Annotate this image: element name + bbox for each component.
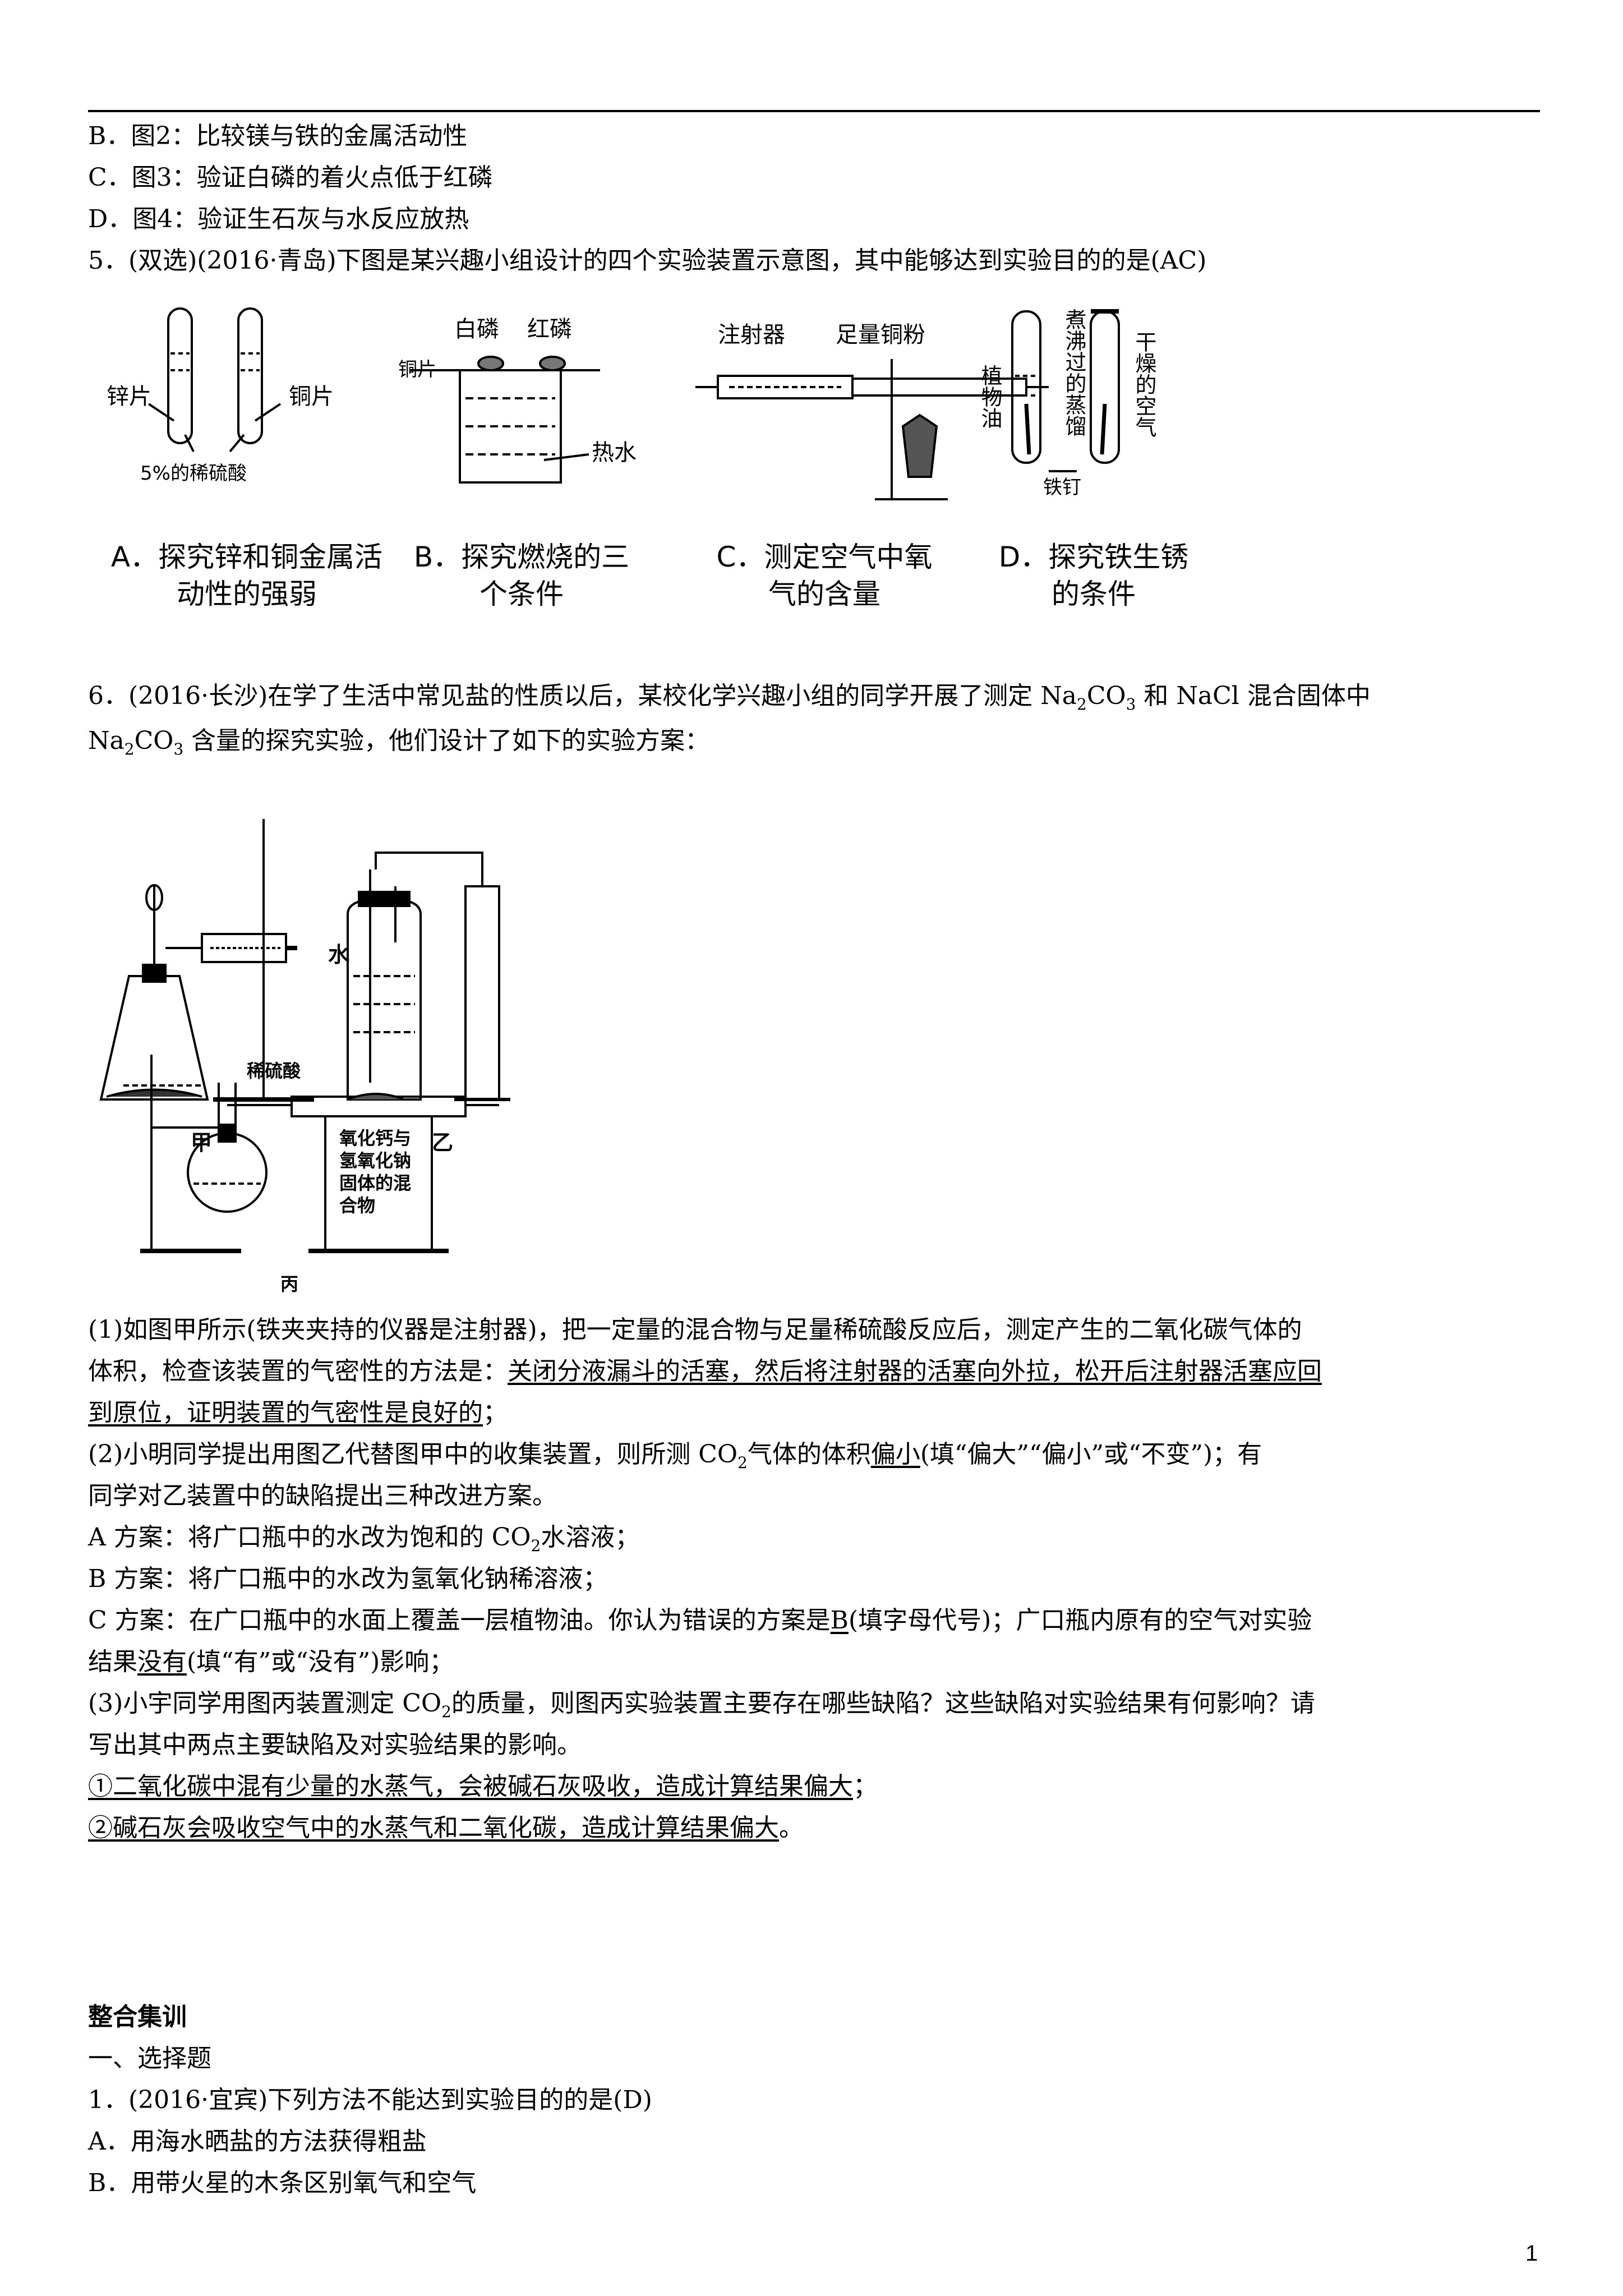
plan-c-line2: 结果没有(填“有”或“没有”)影响；: [88, 1648, 454, 1676]
plan-b: B 方案：将广口瓶中的水改为氢氧化钠稀溶液；: [88, 1565, 608, 1593]
answer-no-effect: 没有: [137, 1648, 187, 1676]
label-white-phosphorus: 白磷: [454, 316, 499, 342]
answer-airtight-1: 关闭分液漏斗的活塞，然后将注射器的活塞向外拉，松开后注射器活塞应回: [508, 1357, 1322, 1386]
section-subtitle: 一、选择题: [88, 2044, 211, 2073]
part-2-line1: (2)小明同学提出用图乙代替图甲中的收集装置，则所测 CO2气体的体积偏小(填“…: [88, 1440, 1262, 1472]
label-boiled-water: 煮沸过的蒸馏: [1062, 309, 1086, 436]
label-mix-3: 固体的混: [339, 1172, 411, 1194]
label-red-phosphorus: 红磷: [527, 316, 572, 342]
label-yi: 乙: [432, 1130, 453, 1155]
apparatus-diagrams: 锌片 铜片 5%的稀硫酸 白磷 红磷 铜片 热水 注射器 足量铜粉 煮沸过的蒸馏…: [107, 307, 1156, 500]
label-dry-air: 干燥的空气: [1132, 331, 1156, 438]
part-1-line2: 体积，检查该装置的气密性的方法是：关闭分液漏斗的活塞，然后将注射器的活塞向外拉，…: [88, 1357, 1322, 1386]
question-6-line2: Na2CO3 含量的探究实验，他们设计了如下的实验方案：: [88, 726, 710, 758]
plan-a: A 方案：将广口瓶中的水改为饱和的 CO2水溶液；: [88, 1523, 640, 1555]
question-1-option-b: B．用带火星的木条区别氧气和空气: [88, 2169, 477, 2197]
answer-smaller: 偏小: [870, 1440, 920, 1469]
apparatus-jia-yi-bing: 甲 乙 水: [99, 819, 510, 1155]
apparatus-bing: 稀硫酸 氧化钙与 氢氧化钠 固体的混 合物 丙: [140, 1055, 499, 1295]
label-copper: 铜片: [289, 384, 334, 409]
part-2-line2: 同学对乙装置中的缺陷提出三种改进方案。: [88, 1481, 557, 1510]
label-acid: 5%的稀硫酸: [140, 462, 247, 485]
option-d: D．图4：验证生石灰与水反应放热: [88, 205, 469, 233]
label-oil: 植物油: [978, 365, 1002, 429]
label-mix-1: 氧化钙与: [339, 1128, 411, 1149]
label-copper-sheet: 铜片: [398, 358, 436, 381]
part-3-line1: (3)小宇同学用图丙装置测定 CO2的质量，则图丙实验装置主要存在哪些缺陷？这些…: [88, 1689, 1315, 1721]
part-3-line2: 写出其中两点主要缺陷及对实验结果的影响。: [88, 1731, 582, 1759]
label-mix-4: 合物: [339, 1195, 375, 1216]
question-1: 1．(2016·宜宾)下列方法不能达到实验目的的是(D): [88, 2086, 652, 2114]
label-acid-bing: 稀硫酸: [247, 1060, 301, 1082]
question-6-figures: 甲 乙 水: [90, 808, 538, 1285]
label-bing: 丙: [280, 1273, 298, 1295]
label-water: 水: [328, 942, 350, 967]
section-title: 整合集训: [88, 2003, 187, 2031]
option-b: B．图2：比较镁与铁的金属活动性: [88, 122, 468, 150]
answer-defect-1: ①二氧化碳中混有少量的水蒸气，会被碱石灰吸收，造成计算结果偏大；: [88, 1772, 878, 1801]
answer-defect-2: ②碱石灰会吸收空气中的水蒸气和二氧化碳，造成计算结果偏大。: [88, 1814, 804, 1842]
question-1-option-a: A．用海水晒盐的方法获得粗盐: [88, 2127, 427, 2156]
caption-b: B．探究燃烧的三 个条件: [413, 541, 630, 610]
answer-plan: B: [830, 1606, 849, 1635]
label-zinc: 锌片: [107, 384, 151, 409]
figure-bing: 稀硫酸 氧化钙与 氢氧化钠 固体的混 合物 丙: [129, 1043, 533, 1301]
option-c: C．图3：验证白磷的着火点低于红磷: [88, 163, 493, 192]
question-5: 5．(双选)(2016·青岛)下图是某兴趣小组设计的四个实验装置示意图，其中能够…: [88, 246, 1207, 275]
caption-c: C．测定空气中氧 气的含量: [716, 541, 933, 610]
plan-c: C 方案：在广口瓶中的水面上覆盖一层植物油。你认为错误的方案是B(填字母代号)；…: [88, 1606, 1312, 1635]
label-syringe: 注射器: [718, 322, 785, 348]
question-5-figures: 锌片 铜片 5%的稀硫酸 白磷 红磷 铜片 热水 注射器 足量铜粉 煮沸过的蒸馏…: [95, 292, 1329, 628]
caption-a: A．探究锌和铜金属活 动性的强弱: [110, 541, 383, 610]
header-rule: [88, 110, 1540, 112]
caption-d: D．探究铁生锈 的条件: [998, 541, 1189, 610]
label-hot-water: 热水: [592, 440, 637, 466]
label-copper-powder: 足量铜粉: [836, 322, 925, 348]
label-mix-2: 氢氧化钠: [339, 1150, 411, 1171]
question-6-line1: 6．(2016·长沙)在学了生活中常见盐的性质以后，某校化学兴趣小组的同学开展了…: [88, 682, 1371, 714]
label-nail: 铁钉: [1043, 476, 1081, 499]
answer-airtight-2: 到原位，证明装置的气密性是良好的: [88, 1398, 483, 1427]
part-1-line3: 到原位，证明装置的气密性是良好的；: [88, 1398, 508, 1427]
part-1-line1: (1)如图甲所示(铁夹夹持的仪器是注射器)，把一定量的混合物与足量稀硫酸反应后，…: [88, 1315, 1302, 1344]
page-number: 1: [1525, 2241, 1538, 2266]
